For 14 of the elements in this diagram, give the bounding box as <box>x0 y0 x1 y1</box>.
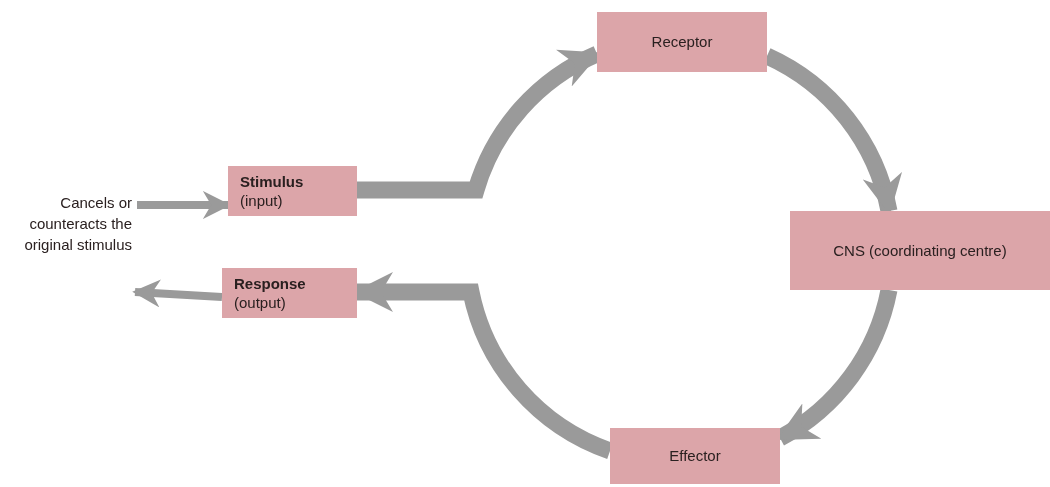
box-heading: Stimulus <box>240 171 304 191</box>
note-text: Cancels or counteracts the original stimulus <box>0 192 132 302</box>
box-text: CNS (coordinating centre) <box>833 240 1007 261</box>
box-text: Effector <box>669 446 721 466</box>
process-box <box>222 268 357 318</box>
process-box <box>597 12 767 72</box>
box-text: Receptor <box>651 32 713 52</box>
process-box <box>610 428 780 484</box>
box-text: (output) <box>234 293 286 313</box>
process-box <box>790 211 1050 290</box>
arrow <box>132 279 223 308</box>
process-box <box>228 166 357 216</box>
box-text: (input) <box>240 191 283 211</box>
box-heading: Response <box>234 273 306 293</box>
